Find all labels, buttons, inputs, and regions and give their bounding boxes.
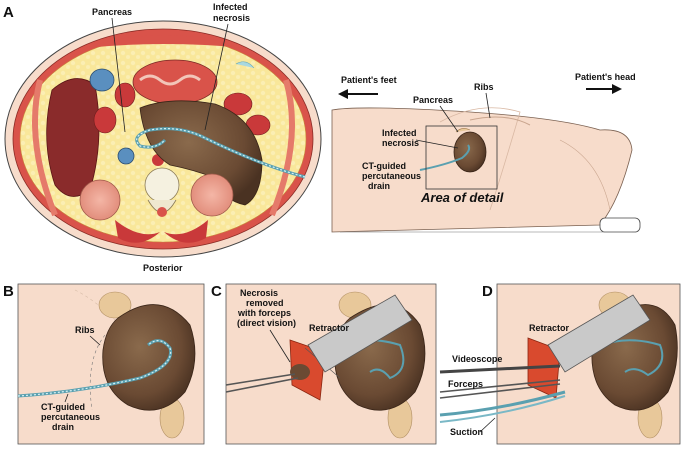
leader-ribs-b [89,335,101,346]
label-necrosis-removed-3: with forceps [237,308,291,318]
leader-necrosis-side [415,139,459,149]
label-patients-feet: Patient's feet [341,75,397,85]
label-necrosis-removed-4: (direct vision) [237,318,296,328]
label-retractor-c: Retractor [309,323,350,333]
panel-label-b: B [3,283,14,300]
label-ct-drain-b-3: drain [52,422,74,432]
panel-label-c: C [211,283,222,300]
label-area-of-detail: Area of detail [420,190,504,205]
label-necrosis-side-2: necrosis [382,138,419,148]
label-retractor-d: Retractor [529,323,570,333]
label-patients-head: Patient's head [575,72,636,82]
leader-necrosis-c [269,329,291,363]
side-view-illustration [331,107,641,233]
cross-section-illustration [4,20,322,258]
arrow-head-tip [612,84,622,94]
panel-b-illustration [17,283,205,445]
panel-d-illustration [439,283,681,445]
label-ribs-side: Ribs [474,82,494,92]
label-necrosis-removed-2: removed [246,298,284,308]
label-necrosis-removed-1: Necrosis [240,288,278,298]
leader-ribs-side [485,92,491,119]
label-infected-necrosis-a-2: necrosis [213,13,250,23]
label-pancreas-a: Pancreas [92,7,132,17]
label-pancreas-side: Pancreas [413,95,453,105]
leader-pancreas-a [111,17,126,133]
arrow-feet-head [338,89,348,99]
label-videoscope: Videoscope [452,354,502,364]
panel-label-d: D [482,283,493,300]
label-ribs-b: Ribs [75,325,95,335]
label-posterior: Posterior [143,263,183,273]
label-ct-drain-b-2: percutaneous [41,412,100,422]
label-ct-drain-side-3: drain [368,181,390,191]
panel-c-illustration [225,283,437,445]
label-ct-drain-b-1: CT-guided [41,402,85,412]
label-ct-drain-side-1: CT-guided [362,161,406,171]
label-ct-drain-side-2: percutaneous [362,171,421,181]
leader-pancreas-side [439,105,459,133]
leader-necrosis-a [204,23,229,131]
label-suction: Suction [450,427,483,437]
leader-suction [479,417,496,433]
label-necrosis-side-1: Infected [382,128,417,138]
label-infected-necrosis-a-1: Infected [213,2,248,12]
panel-label-a: A [3,4,14,21]
leader-drain-b [64,393,69,403]
area-of-detail-box [425,125,498,190]
label-forceps: Forceps [448,379,483,389]
